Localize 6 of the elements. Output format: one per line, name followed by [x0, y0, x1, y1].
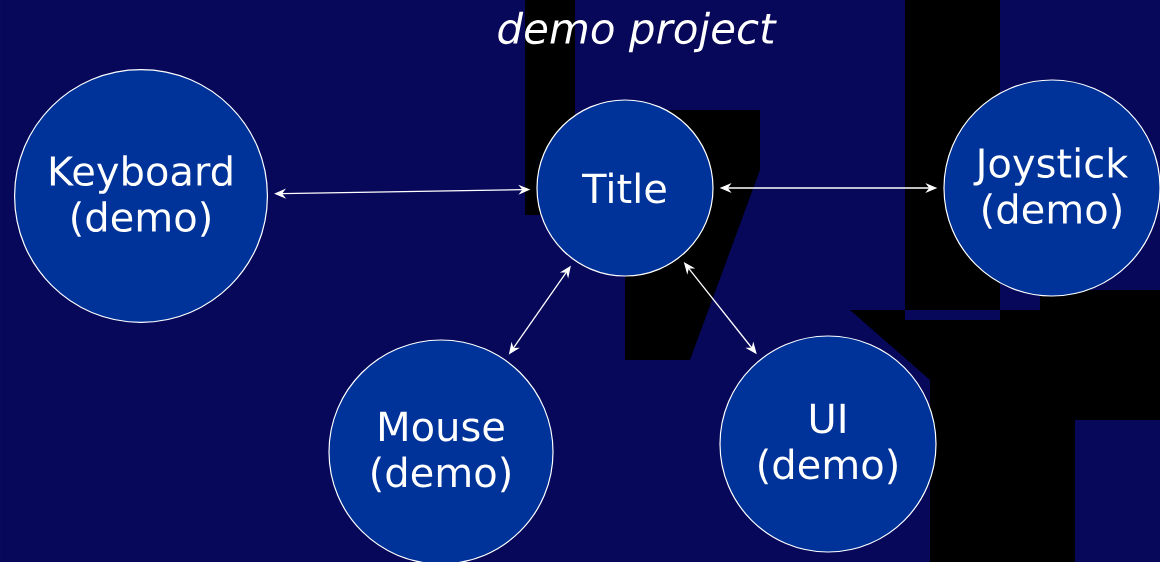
circle-node: Title: [536, 99, 714, 277]
diagram-title: demo project: [498, 11, 777, 53]
circle-node: Mouse (demo): [328, 339, 554, 562]
circle-node: Keyboard (demo): [14, 68, 269, 323]
circle-node: UI (demo): [719, 335, 937, 553]
circle-node: Joystick (demo): [943, 79, 1160, 297]
